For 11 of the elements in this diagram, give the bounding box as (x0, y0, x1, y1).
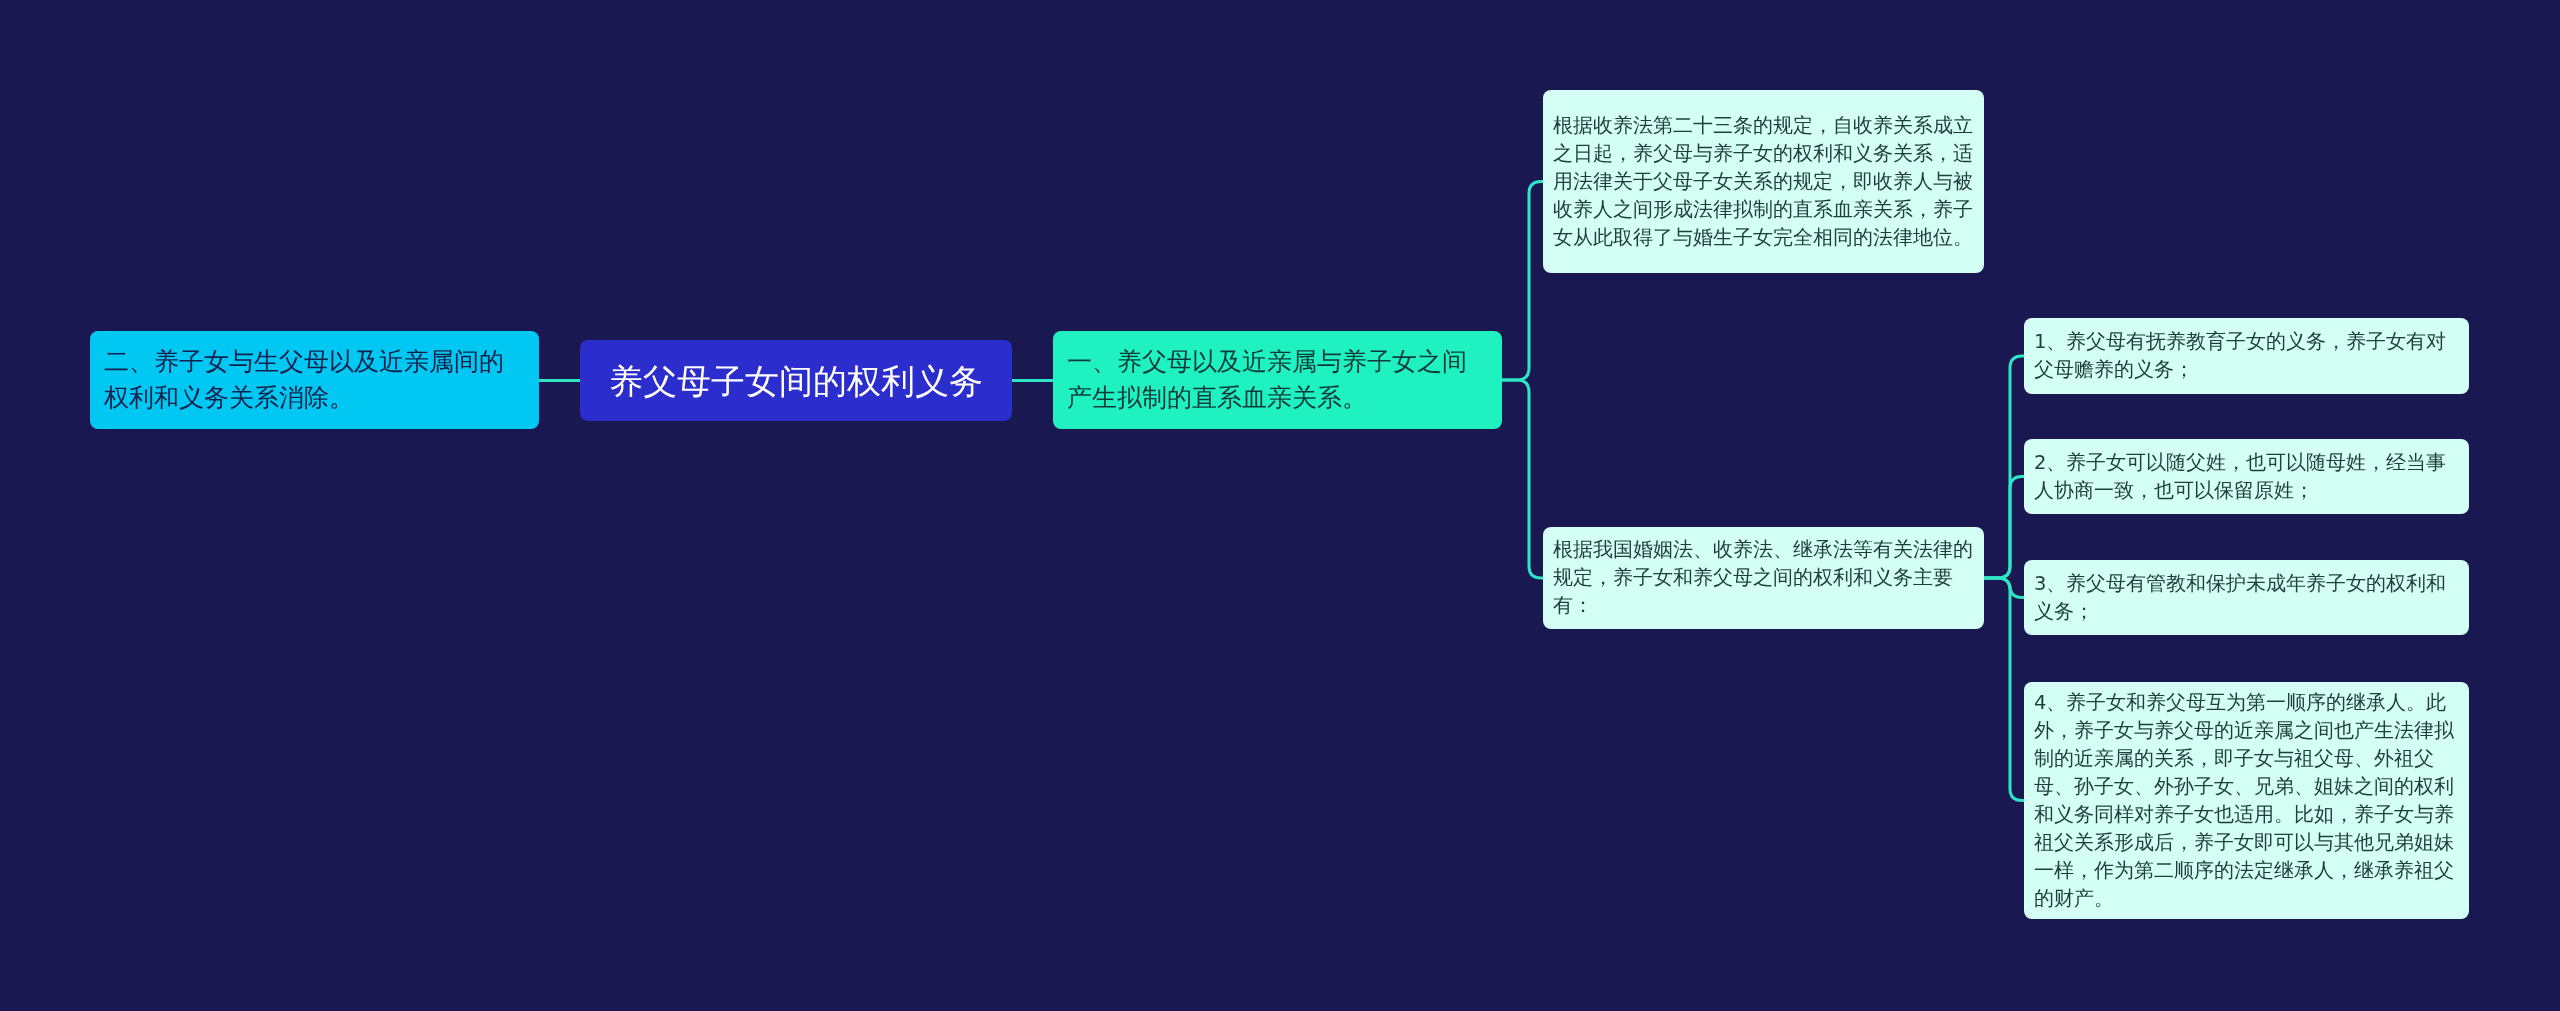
text-box: 根据收养法第二十三条的规定，自收养关系成立之日起，养父母与养子女的权利和义务关系，适用法律关于父母子女关系的规定，即收养人与被收养人之间形成法律拟制的直系血亲关系，养子女从此取得了与婚生子女完全相同的法律地位。 (1543, 90, 1984, 273)
connector-line (539, 379, 580, 382)
text-box: 3、养父母有管教和保护未成年养子女的权利和义务； (2024, 560, 2469, 635)
connector-line (1012, 379, 1053, 382)
text-box: 2、养子女可以随父姓，也可以随母姓，经当事人协商一致，也可以保留原姓； (2024, 439, 2469, 514)
topic-box: 二、养子女与生父母以及近亲属间的权利和义务关系消除。 (90, 331, 539, 429)
text-box: 4、养子女和养父母互为第一顺序的继承人。此外，养子女与养父母的近亲属之间也产生法律拟制的近亲属的关系，即子女与祖父母、外祖父母、孙子女、外孙子女、兄弟、姐妹之间的权利和义务同样对养子女也适用。比如，养子女与养祖父关系形成后，养子女即可以与其他兄弟姐妹一样，作为第二顺序的法定继承人，继承养祖父的财产。 (2024, 682, 2469, 919)
text-box: 1、养父母有抚养教育子女的义务，养子女有对父母赡养的义务； (2024, 318, 2469, 394)
text-box: 根据我国婚姻法、收养法、继承法等有关法律的规定，养子女和养父母之间的权利和义务主要有： (1543, 527, 1984, 629)
topic-box: 一、养父母以及近亲属与养子女之间产生拟制的直系血亲关系。 (1053, 331, 1502, 429)
root-topic-box: 养父母子女间的权利义务 (580, 340, 1012, 421)
